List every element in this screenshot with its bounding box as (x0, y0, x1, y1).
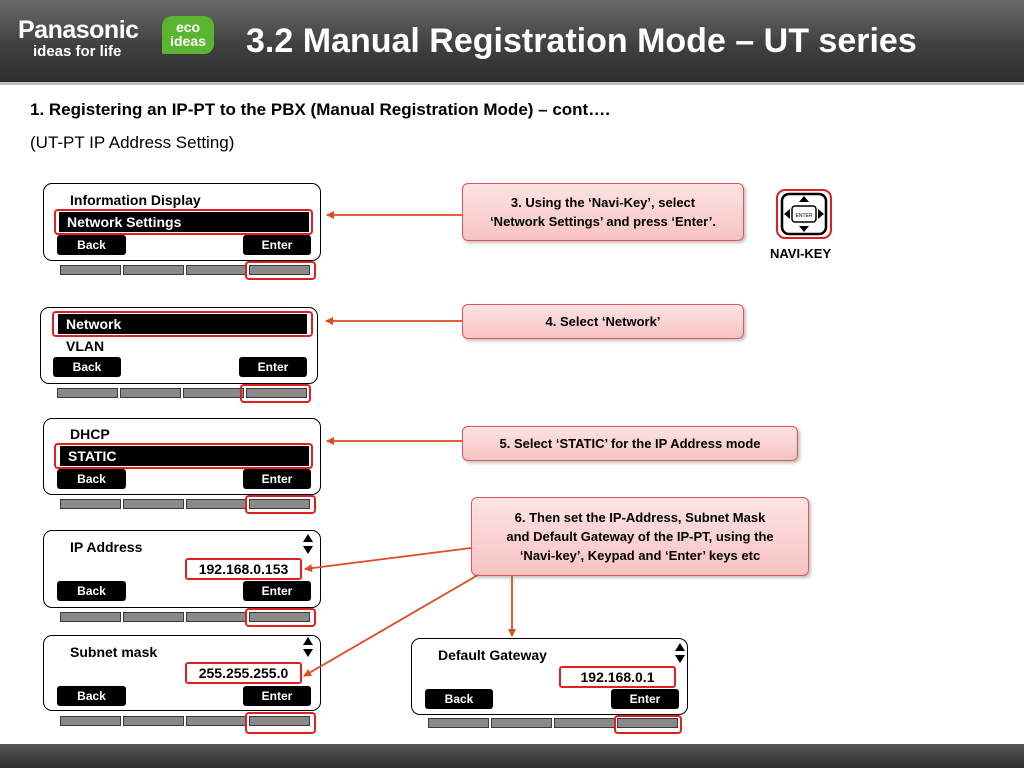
enter-button[interactable]: Enter (243, 235, 311, 255)
brand-tagline: ideas for life (33, 43, 122, 60)
softkey-highlight (614, 715, 682, 734)
gateway-label: Default Gateway (438, 647, 547, 663)
soft-key[interactable] (246, 388, 307, 398)
network-selected-row[interactable]: Network (58, 314, 307, 334)
enter-button[interactable]: Enter (243, 581, 311, 601)
soft-key[interactable] (60, 499, 121, 509)
network-line2: VLAN (66, 338, 105, 354)
dhcp-line1: DHCP (70, 426, 110, 442)
lcd-screen-gateway: Default Gateway 192.168.0.1 Back Enter (411, 638, 688, 715)
soft-key[interactable] (183, 388, 244, 398)
dhcp-highlight-box (54, 443, 313, 469)
back-button[interactable]: Back (57, 686, 126, 706)
header-rule (0, 82, 1024, 85)
eco-line1: eco (175, 19, 201, 35)
eco-ideas-badge: eco ideas (162, 16, 214, 54)
soft-key[interactable] (60, 612, 121, 622)
back-button[interactable]: Back (53, 357, 121, 377)
soft-key[interactable] (57, 388, 118, 398)
dhcp-selected-row[interactable]: STATIC (60, 446, 309, 466)
info-selected-row[interactable]: Network Settings (59, 212, 309, 232)
callout-step-3-line2: ‘Network Settings’ and press ‘Enter’. (490, 214, 716, 229)
brand-logo: Panasonic (18, 16, 139, 44)
enter-button[interactable]: Enter (243, 469, 311, 489)
arrow-step-6-subnet (303, 574, 479, 677)
slide-title: 3.2 Manual Registration Mode – UT series (246, 22, 917, 60)
softkey-highlight (240, 384, 311, 403)
soft-key[interactable] (491, 718, 552, 728)
subnet-value[interactable]: 255.255.255.0 (185, 662, 302, 684)
navi-key-inner-text: ENTER (796, 213, 813, 219)
gateway-value[interactable]: 192.168.0.1 (559, 666, 676, 688)
lcd-screen-subnet: Subnet mask 255.255.255.0 Back Enter (43, 635, 321, 711)
callout-step-5: 5. Select ‘STATIC’ for the IP Address mo… (462, 426, 798, 461)
lcd-screen-info: Information Display Network Settings Bac… (43, 183, 321, 261)
soft-key[interactable] (123, 265, 184, 275)
subnet-label: Subnet mask (70, 644, 158, 660)
back-button[interactable]: Back (425, 689, 493, 709)
callout-step-4: 4. Select ‘Network’ (462, 304, 744, 339)
enter-button[interactable]: Enter (239, 357, 307, 377)
header-bar: Panasonic ideas for life eco ideas 3.2 M… (0, 0, 1024, 85)
back-button[interactable]: Back (57, 469, 126, 489)
soft-key[interactable] (617, 718, 678, 728)
info-highlight-box (54, 209, 313, 235)
back-button[interactable]: Back (57, 581, 126, 601)
scroll-updown-icon (303, 637, 313, 657)
soft-key[interactable] (249, 265, 310, 275)
back-button[interactable]: Back (57, 235, 126, 255)
lcd-screen-dhcp: DHCP STATIC Back Enter (43, 418, 321, 495)
navi-key-label: NAVI-KEY (770, 246, 832, 261)
enter-button[interactable]: Enter (611, 689, 679, 709)
softkey-highlight (245, 608, 316, 627)
soft-key[interactable] (123, 716, 184, 726)
navi-key-icon: ENTER (776, 189, 832, 239)
ip-address-label: IP Address (70, 539, 143, 555)
soft-key[interactable] (120, 388, 181, 398)
lcd-screen-ip-address: IP Address 192.168.0.153 Back Enter (43, 530, 321, 608)
ip-address-value[interactable]: 192.168.0.153 (185, 558, 302, 580)
footer-bar (0, 744, 1024, 768)
soft-key[interactable] (249, 612, 310, 622)
enter-button[interactable]: Enter (243, 686, 311, 706)
soft-key[interactable] (249, 499, 310, 509)
callout-step-3: 3. Using the ‘Navi-Key’, select ‘Network… (462, 183, 744, 241)
eco-line2: ideas (170, 33, 206, 49)
soft-key[interactable] (60, 716, 121, 726)
callout-step-6-line3: ‘Navi-key’, Keypad and ‘Enter’ keys etc (519, 548, 761, 563)
lcd-screen-network: Network VLAN Back Enter (40, 307, 318, 384)
scroll-updown-icon (303, 534, 313, 554)
soft-key[interactable] (123, 499, 184, 509)
section-subheading: (UT-PT IP Address Setting) (30, 133, 235, 152)
callout-step-6-line1: 6. Then set the IP-Address, Subnet Mask (514, 510, 766, 525)
callout-step-6: 6. Then set the IP-Address, Subnet Mask … (471, 497, 809, 576)
callout-step-6-line2: and Default Gateway of the IP-PT, using … (506, 529, 774, 544)
softkey-highlight (245, 495, 316, 514)
network-highlight-box (52, 311, 313, 337)
soft-key[interactable] (123, 612, 184, 622)
softkey-highlight (245, 712, 316, 734)
callout-step-3-line1: 3. Using the ‘Navi-Key’, select (510, 195, 696, 210)
soft-key[interactable] (249, 716, 310, 726)
arrow-step-6-ip (304, 547, 472, 573)
soft-key[interactable] (60, 265, 121, 275)
softkey-highlight (245, 261, 316, 280)
info-line1: Information Display (70, 192, 201, 208)
soft-key[interactable] (428, 718, 489, 728)
section-heading: 1. Registering an IP-PT to the PBX (Manu… (30, 100, 610, 119)
scroll-updown-icon (675, 643, 685, 663)
